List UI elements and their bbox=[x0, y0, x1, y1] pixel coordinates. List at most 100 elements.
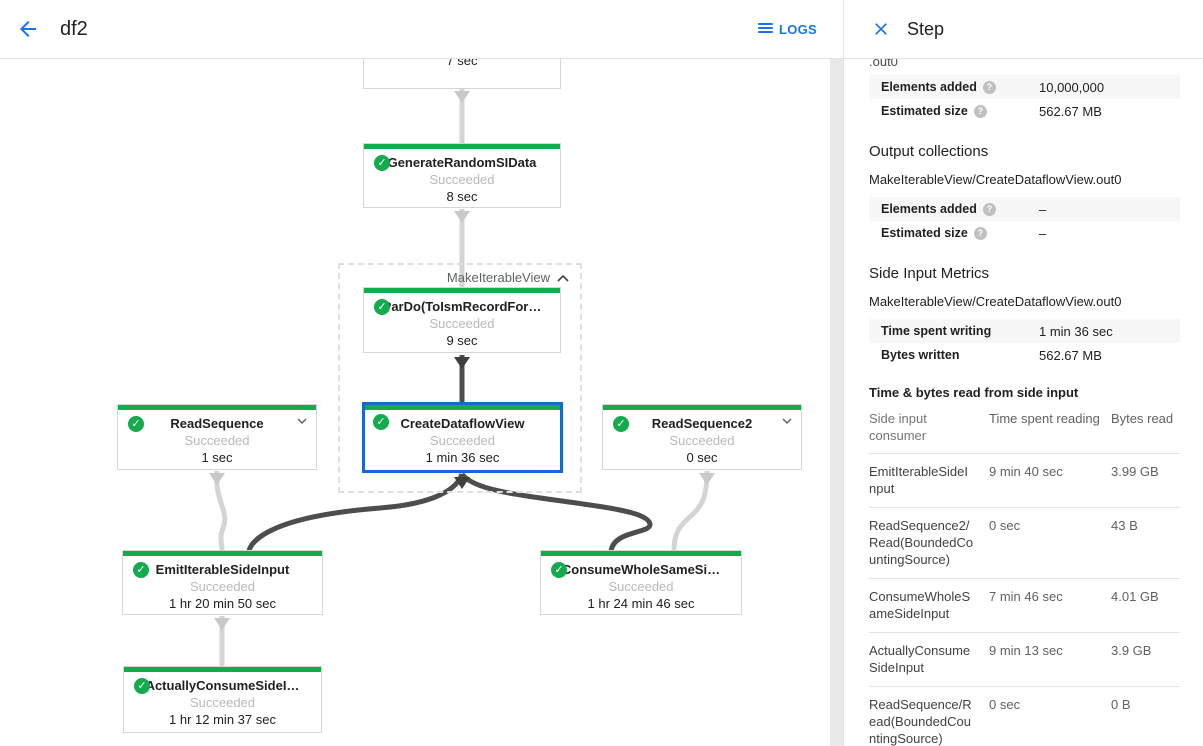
expand-node-icon[interactable] bbox=[781, 417, 793, 425]
metric-value: 562.67 MB bbox=[1039, 347, 1102, 363]
node-time: 1 sec bbox=[201, 450, 233, 465]
metric-label: Estimated size ? bbox=[881, 226, 1027, 240]
metric-row: Elements added ? 10,000,000 bbox=[869, 75, 1180, 99]
vertical-scrollbar[interactable] bbox=[830, 59, 843, 746]
check-circle-icon: ✓ bbox=[374, 155, 390, 171]
back-arrow-icon[interactable] bbox=[16, 17, 40, 41]
graph-edges bbox=[209, 89, 715, 667]
node-status-bar bbox=[364, 144, 560, 149]
collapse-group-icon[interactable] bbox=[556, 273, 570, 283]
node-status: Succeeded bbox=[189, 579, 256, 594]
column-header: Side input consumer bbox=[869, 411, 927, 443]
input-collection-metrics: Elements added ? 10,000,000 Estimated si… bbox=[869, 75, 1180, 123]
panel-header: Step bbox=[844, 0, 1203, 59]
node-time: 1 hr 20 min 50 sec bbox=[169, 596, 276, 611]
close-icon[interactable] bbox=[871, 19, 891, 39]
expand-node-icon[interactable] bbox=[296, 417, 308, 425]
output-collection-metrics: Elements added ? – Estimated size ? – bbox=[869, 197, 1180, 245]
job-graph-canvas[interactable]: MakeIterableView ✓ Succeeded 7 sec ✓ Gen… bbox=[0, 0, 830, 746]
metric-row: Estimated size ? – bbox=[869, 221, 1180, 245]
help-icon[interactable]: ? bbox=[982, 80, 996, 94]
node-title: CreateDataflowView bbox=[400, 416, 525, 431]
table-row: ActuallyConsumeSideInput 9 min 13 sec 3.… bbox=[869, 632, 1180, 686]
graph-node-generate-random-si-data[interactable]: ✓ GenerateRandomSIData Succeeded 8 sec bbox=[363, 143, 561, 208]
check-circle-icon: ✓ bbox=[128, 416, 144, 432]
clipped-collection-name: .out0 bbox=[869, 59, 898, 69]
node-title: ReadSequence bbox=[170, 416, 264, 431]
consumer-cell: EmitIterableSideInput bbox=[869, 464, 968, 496]
logs-list-icon bbox=[757, 23, 773, 35]
table-row: EmitIterableSideInput 9 min 40 sec 3.99 … bbox=[869, 453, 1180, 507]
side-input-table: Side input consumer Time spent reading B… bbox=[869, 400, 1180, 746]
help-icon[interactable]: ? bbox=[982, 202, 996, 216]
metric-value: – bbox=[1039, 201, 1047, 217]
consumer-cell: ConsumeWholeSameSideInput bbox=[869, 589, 971, 621]
node-status-bar bbox=[603, 405, 801, 410]
metric-value: 10,000,000 bbox=[1039, 79, 1105, 95]
side-input-collection-name: MakeIterableView/CreateDataflowView.out0 bbox=[869, 294, 1122, 309]
check-circle-icon: ✓ bbox=[133, 562, 149, 578]
metric-label: Time spent writing bbox=[881, 324, 992, 338]
graph-node-consume-whole-same-side-input[interactable]: ✓ ConsumeWholeSameSi… Succeeded 1 hr 24 … bbox=[540, 550, 742, 615]
logs-label: LOGS bbox=[778, 21, 817, 37]
consumer-cell: ReadSequence/Read(BoundedCountingSource) bbox=[869, 697, 972, 746]
step-details-panel: Step .out0 Elements added ? 10,000,000 E… bbox=[843, 0, 1203, 746]
node-status: Succeeded bbox=[429, 316, 495, 331]
metric-value: 562.67 MB bbox=[1039, 103, 1102, 119]
metric-label: Elements added ? bbox=[881, 80, 1027, 94]
graph-node-emit-iterable-side-input[interactable]: ✓ EmitIterableSideInput Succeeded 1 hr 2… bbox=[122, 550, 323, 615]
node-time: 1 hr 24 min 46 sec bbox=[587, 596, 695, 611]
node-title: ReadSequence2 bbox=[651, 416, 753, 431]
check-circle-icon: ✓ bbox=[134, 678, 150, 694]
metric-value: 1 min 36 sec bbox=[1039, 323, 1113, 339]
bytes-cell: 43 B bbox=[1111, 518, 1138, 533]
metric-label: Estimated size ? bbox=[881, 104, 1027, 118]
table-row: ReadSequence/Read(BoundedCountingSource)… bbox=[869, 686, 1180, 746]
node-title: ActuallyConsumeSideI… bbox=[145, 678, 300, 693]
group-label: MakeIterableView bbox=[446, 270, 550, 285]
time-cell: 0 sec bbox=[989, 697, 1021, 712]
node-title: GenerateRandomSIData bbox=[387, 155, 537, 170]
node-title: ParDo(ToIsmRecordFor… bbox=[382, 299, 542, 314]
metric-label: Bytes written bbox=[881, 348, 960, 362]
bytes-cell: 0 B bbox=[1111, 697, 1131, 712]
node-status-bar bbox=[123, 551, 322, 556]
help-icon[interactable]: ? bbox=[973, 226, 987, 240]
node-status-bar bbox=[124, 667, 321, 672]
metric-row: Estimated size ? 562.67 MB bbox=[869, 99, 1180, 123]
graph-node-actually-consume-side-input[interactable]: ✓ ActuallyConsumeSideI… Succeeded 1 hr 1… bbox=[123, 666, 322, 733]
check-circle-icon: ✓ bbox=[374, 299, 390, 315]
table-row: ReadSequence2/Read(BoundedCountingSource… bbox=[869, 507, 1180, 578]
node-time: 1 min 36 sec bbox=[425, 450, 500, 465]
table-row: ConsumeWholeSameSideInput 7 min 46 sec 4… bbox=[869, 578, 1180, 632]
side-input-metrics: Time spent writing 1 min 36 sec Bytes wr… bbox=[869, 319, 1180, 367]
table-header-row: Side input consumer Time spent reading B… bbox=[869, 400, 1180, 453]
node-status: Succeeded bbox=[429, 172, 495, 187]
app-bar: df2 LOGS bbox=[0, 0, 843, 59]
node-time: 9 sec bbox=[446, 333, 478, 348]
graph-node-read-sequence2[interactable]: ✓ ReadSequence2 Succeeded 0 sec bbox=[602, 404, 802, 470]
node-title: ConsumeWholeSameSi… bbox=[561, 562, 721, 577]
graph-node-pardo-to-ism-record[interactable]: ✓ ParDo(ToIsmRecordFor… Succeeded 9 sec bbox=[363, 287, 561, 353]
output-collections-heading: Output collections bbox=[869, 143, 989, 160]
output-collection-name: MakeIterableView/CreateDataflowView.out0 bbox=[869, 172, 1122, 187]
panel-title: Step bbox=[907, 18, 945, 39]
metric-row: Elements added ? – bbox=[869, 197, 1180, 221]
node-status-bar bbox=[364, 288, 560, 293]
job-title: df2 bbox=[60, 17, 88, 40]
bytes-cell: 3.9 GB bbox=[1111, 643, 1152, 658]
check-circle-icon: ✓ bbox=[613, 416, 629, 432]
time-cell: 9 min 13 sec bbox=[989, 643, 1063, 658]
graph-node-read-sequence[interactable]: ✓ ReadSequence Succeeded 1 sec bbox=[117, 404, 317, 470]
node-status: Succeeded bbox=[429, 433, 496, 448]
graph-node-create-dataflow-view-selected[interactable]: ✓ CreateDataflowView Succeeded 1 min 36 … bbox=[362, 402, 563, 473]
time-cell: 7 min 46 sec bbox=[989, 589, 1063, 604]
node-status-bar bbox=[541, 551, 741, 556]
logs-button[interactable]: LOGS bbox=[757, 21, 817, 37]
node-time: 8 sec bbox=[446, 189, 478, 204]
node-status: Succeeded bbox=[189, 695, 256, 710]
side-input-metrics-heading: Side Input Metrics bbox=[869, 265, 990, 282]
consumer-cell: ReadSequence2/Read(BoundedCountingSource… bbox=[869, 518, 974, 567]
help-icon[interactable]: ? bbox=[973, 104, 987, 118]
metric-row: Time spent writing 1 min 36 sec bbox=[869, 319, 1180, 343]
